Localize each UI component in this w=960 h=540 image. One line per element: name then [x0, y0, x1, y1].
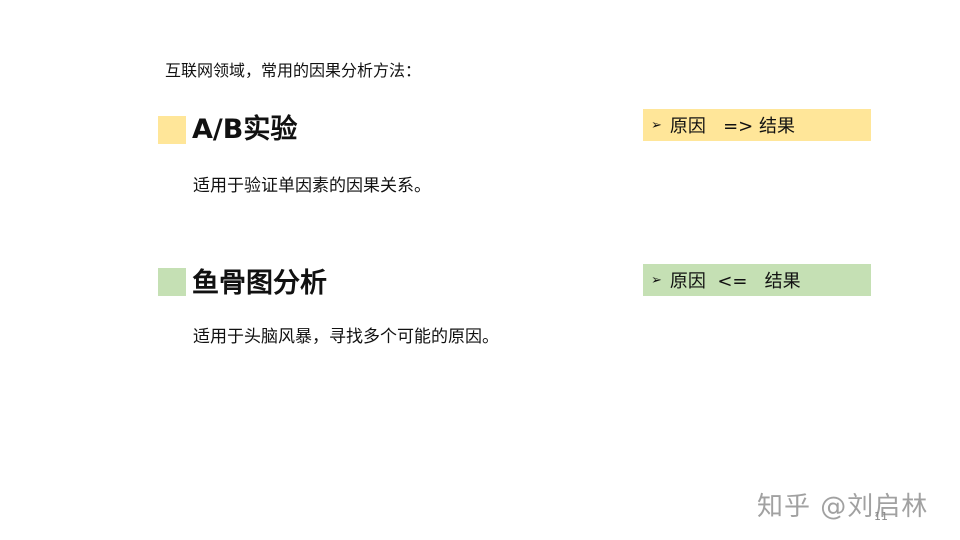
- description-fishbone-analysis: 适用于头脑风暴，寻找多个可能的原因。: [193, 327, 499, 347]
- right-arrow-bullet-icon: ➢: [651, 272, 662, 288]
- relation-box-ab-test: ➢ 原因 => 结果: [643, 109, 871, 141]
- intro-text: 互联网领域，常用的因果分析方法：: [165, 61, 422, 80]
- section-marker-fishbone: [158, 268, 186, 296]
- right-arrow-bullet-icon: ➢: [651, 117, 662, 133]
- heading-fishbone-analysis: 鱼骨图分析: [192, 268, 327, 299]
- description-ab-test: 适用于验证单因素的因果关系。: [193, 176, 431, 196]
- section-marker-ab: [158, 116, 186, 144]
- heading-ab-test: A/B实验: [192, 114, 298, 145]
- relation-text-fishbone: 原因 <= 结果: [669, 271, 801, 292]
- page-number: 11: [874, 510, 888, 523]
- relation-box-fishbone: ➢ 原因 <= 结果: [643, 264, 871, 296]
- relation-text-ab-test: 原因 => 结果: [669, 116, 795, 137]
- watermark-text: 知乎 @刘启林: [757, 492, 929, 522]
